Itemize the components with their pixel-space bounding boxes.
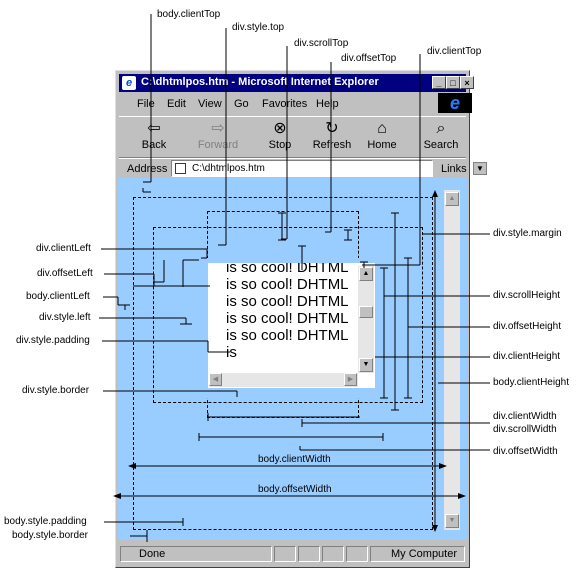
menu-favorites[interactable]: Favorites xyxy=(262,98,308,110)
div-scroll-thumb[interactable] xyxy=(359,306,373,318)
ie-page-icon: e xyxy=(122,76,136,90)
label-div-clientWidth: div.clientWidth xyxy=(493,411,557,422)
body-vertical-scrollbar[interactable]: ▲ ▼ xyxy=(444,190,460,530)
label-div-scrollWidth: div.scrollWidth xyxy=(493,424,557,435)
address-bar: Address C:\dhtmlpos.htm ▼ Links xyxy=(119,158,487,179)
status-bar: Done My Computer xyxy=(118,543,467,565)
search-button[interactable]: ⌕ Search xyxy=(414,119,468,155)
label-div-style-border: div.style.border xyxy=(22,385,90,396)
label-div-offsetWidth: div.offsetWidth xyxy=(493,446,558,457)
close-button[interactable]: × xyxy=(460,76,474,89)
status-pane-main: Done xyxy=(120,546,272,562)
status-pane-5 xyxy=(346,546,368,562)
label-body-style-border: body.style.border xyxy=(12,530,88,541)
ie-logo-icon: e xyxy=(438,93,472,113)
label-div-clientTop: div.clientTop xyxy=(427,46,482,57)
home-button[interactable]: ⌂ Home xyxy=(355,119,409,155)
maximize-button[interactable]: □ xyxy=(446,76,460,89)
stop-label: Stop xyxy=(268,139,292,151)
forward-label: Forward xyxy=(197,139,239,151)
menu-go[interactable]: Go xyxy=(234,98,249,110)
address-value: C:\dhtmlpos.htm xyxy=(192,163,265,174)
label-div-offsetTop: div.offsetTop xyxy=(341,53,397,64)
label-div-scrollHeight: div.scrollHeight xyxy=(493,290,561,301)
label-body-clientTop: body.clientTop xyxy=(157,9,221,20)
label-div-offsetLeft: div.offsetLeft xyxy=(37,268,93,279)
status-pane-4 xyxy=(322,546,344,562)
back-label: Back xyxy=(141,139,167,151)
div-horizontal-scrollbar[interactable]: ◀ ▶ xyxy=(209,373,358,387)
home-icon: ⌂ xyxy=(377,120,387,137)
stop-button[interactable]: ⊗ Stop xyxy=(253,119,307,155)
label-div-clientLeft: div.clientLeft xyxy=(36,243,91,254)
menu-bar: File Edit View Go Favorites Help xyxy=(119,94,466,114)
body-padding-outline xyxy=(133,197,433,530)
status-pane-2 xyxy=(274,546,296,562)
zone-text: My Computer xyxy=(391,548,458,560)
menu-view[interactable]: View xyxy=(198,98,222,110)
toolbar: ⇦ Back ⇨ Forward ⊗ Stop ↻ Refresh ⌂ Home… xyxy=(119,116,466,158)
page-icon xyxy=(175,163,186,174)
label-div-style-padding: div.style.padding xyxy=(16,335,90,346)
search-icon: ⌕ xyxy=(436,120,446,137)
refresh-label: Refresh xyxy=(312,139,352,151)
address-input[interactable]: C:\dhtmlpos.htm ▼ xyxy=(171,160,487,177)
chevron-down-icon[interactable]: ▼ xyxy=(473,162,487,175)
div-scroll-right-icon[interactable]: ▶ xyxy=(344,373,357,386)
menu-help[interactable]: Help xyxy=(316,98,339,110)
label-body-clientLeft: body.clientLeft xyxy=(26,291,90,302)
label-div-clientHeight: div.clientHeight xyxy=(493,351,561,362)
refresh-button[interactable]: ↻ Refresh xyxy=(305,119,359,155)
label-body-clientHeight: body.clientHeight xyxy=(493,377,569,388)
refresh-icon: ↻ xyxy=(325,120,339,137)
label-div-offsetHeight: div.offsetHeight xyxy=(493,321,562,332)
scroll-down-icon[interactable]: ▼ xyxy=(445,514,459,528)
div-text: is so cool! DHTML is so cool! DHTML is s… xyxy=(226,263,348,361)
menu-file[interactable]: File xyxy=(137,98,155,110)
search-label: Search xyxy=(423,139,459,151)
label-body-style-padding: body.style.padding xyxy=(4,516,87,527)
forward-arrow-icon: ⇨ xyxy=(211,120,225,137)
label-div-style-top: div.style.top xyxy=(232,22,285,33)
label-div-style-margin: div.style.margin xyxy=(493,228,562,239)
div-content-area: is so cool! DHTML is so cool! DHTML is s… xyxy=(208,263,375,388)
links-button[interactable]: Links xyxy=(441,163,467,175)
home-label: Home xyxy=(367,139,397,151)
menu-edit[interactable]: Edit xyxy=(167,98,186,110)
address-label: Address xyxy=(127,163,168,175)
minimize-button[interactable]: _ xyxy=(432,76,446,89)
title-bar: e C:\dhtmlpos.htm - Microsoft Internet E… xyxy=(119,74,474,92)
status-pane-zone: My Computer xyxy=(370,546,465,562)
div-margin-outline xyxy=(153,227,423,403)
div-scroll-up-icon[interactable]: ▲ xyxy=(359,267,373,281)
status-pane-3 xyxy=(298,546,320,562)
forward-button[interactable]: ⇨ Forward xyxy=(191,119,245,155)
scroll-up-icon[interactable]: ▲ xyxy=(445,192,459,206)
div-scroll-left-icon[interactable]: ◀ xyxy=(209,373,222,386)
label-body-clientWidth: body.clientWidth xyxy=(258,454,331,465)
label-body-offsetWidth: body.offsetWidth xyxy=(258,484,332,495)
stop-icon: ⊗ xyxy=(273,120,287,137)
status-text: Done xyxy=(139,548,166,560)
div-scroll-down-icon[interactable]: ▼ xyxy=(359,358,373,372)
label-div-style-left: div.style.left xyxy=(39,312,91,323)
label-div-scrollTop: div.scrollTop xyxy=(294,38,349,49)
window-title: C:\dhtmlpos.htm - Microsoft Internet Exp… xyxy=(141,76,379,88)
div-vertical-scrollbar[interactable]: ▲ ▼ xyxy=(358,266,374,373)
